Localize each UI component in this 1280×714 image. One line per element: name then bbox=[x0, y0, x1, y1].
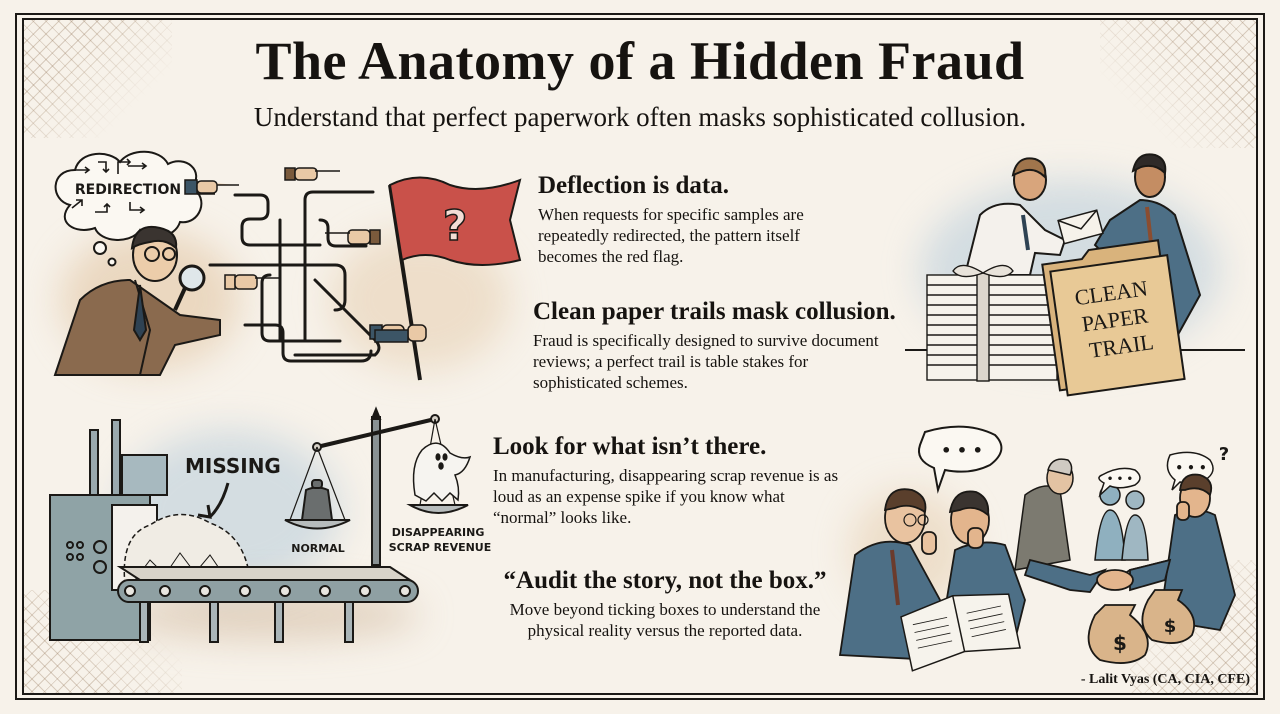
outer-frame bbox=[15, 13, 1265, 700]
ledger-book bbox=[900, 593, 1021, 672]
paper-stack bbox=[926, 264, 1058, 382]
background-crowd: • • • • • • ? bbox=[1014, 444, 1229, 571]
redirection-label: REDIRECTION bbox=[75, 182, 181, 198]
svg-text:?: ? bbox=[1219, 444, 1229, 465]
section-heading: Clean paper trails mask collusion. bbox=[533, 298, 896, 325]
section-audit-the-story: “Audit the story, not the box.” Move bey… bbox=[495, 567, 835, 641]
redirection-illustration: REDIRECTION ? bbox=[53, 150, 522, 381]
page-title: The Anatomy of a Hidden Fraud bbox=[255, 31, 1025, 91]
balance-scale bbox=[284, 406, 469, 566]
handshake-icon bbox=[1023, 558, 1172, 593]
svg-text:• • •: • • • bbox=[1107, 474, 1133, 485]
page-subtitle: Understand that perfect paperwork often … bbox=[253, 102, 1027, 132]
section-deflection: Deflection is data. When requests for sp… bbox=[538, 172, 908, 267]
arrow-icon bbox=[197, 482, 230, 519]
section-clean-paper-trails: Clean paper trails mask collusion. Fraud… bbox=[533, 298, 923, 393]
author-credit: - Lalit Vyas (CA, CIA, CFE) bbox=[1080, 672, 1250, 687]
section-body: When requests for specific samples are r… bbox=[538, 204, 804, 266]
red-flag-icon: ? bbox=[374, 176, 522, 381]
money-bag-icon: $ bbox=[1087, 604, 1149, 664]
normal-label: NORMAL bbox=[291, 542, 345, 555]
section-body: In manufacturing, disappearing scrap rev… bbox=[493, 465, 839, 527]
svg-text:• • •: • • • bbox=[1175, 461, 1206, 475]
envelope-icon bbox=[1057, 209, 1104, 245]
pointing-hand-icons bbox=[184, 167, 405, 340]
svg-text:• • •: • • • bbox=[941, 441, 983, 460]
investigator-figure bbox=[53, 226, 221, 376]
section-heading: Look for what isn’t there. bbox=[493, 433, 767, 460]
disappearing-scrap-revenue-label: DISAPPEARING SCRAP REVENUE bbox=[389, 526, 492, 554]
clean-paper-trail-illustration: CLEAN PAPER TRAIL bbox=[905, 153, 1245, 397]
section-body: Fraud is specifically designed to surviv… bbox=[533, 330, 879, 392]
speech-bubble: • • • bbox=[918, 425, 1003, 494]
arrow-icons bbox=[71, 158, 148, 214]
inner-frame bbox=[22, 18, 1258, 695]
ghost-icon bbox=[412, 442, 472, 503]
conveyor-belt bbox=[116, 566, 419, 643]
missing-label: MISSING bbox=[185, 454, 281, 478]
svg-text:$: $ bbox=[1164, 616, 1177, 637]
clean-paper-trail-folder: CLEAN PAPER TRAIL bbox=[1041, 239, 1186, 397]
section-body: Move beyond ticking boxes to understand … bbox=[509, 599, 821, 640]
missing-scrap-illustration: MISSING NORMAL DISAPPEARING SCRAP REVENU… bbox=[49, 406, 492, 643]
thought-bubble bbox=[54, 150, 203, 267]
section-look-for-what-isnt-there: Look for what isn’t there. In manufactur… bbox=[493, 433, 853, 528]
collusion-illustration: • • • • • • • • • ? bbox=[838, 425, 1236, 672]
money-bag-icon: $ bbox=[1141, 589, 1196, 644]
section-heading: Deflection is data. bbox=[538, 172, 729, 199]
svg-text:$: $ bbox=[1113, 631, 1127, 655]
person-left bbox=[963, 157, 1067, 276]
section-heading: “Audit the story, not the box.” bbox=[503, 567, 827, 594]
svg-text:?: ? bbox=[443, 201, 467, 250]
